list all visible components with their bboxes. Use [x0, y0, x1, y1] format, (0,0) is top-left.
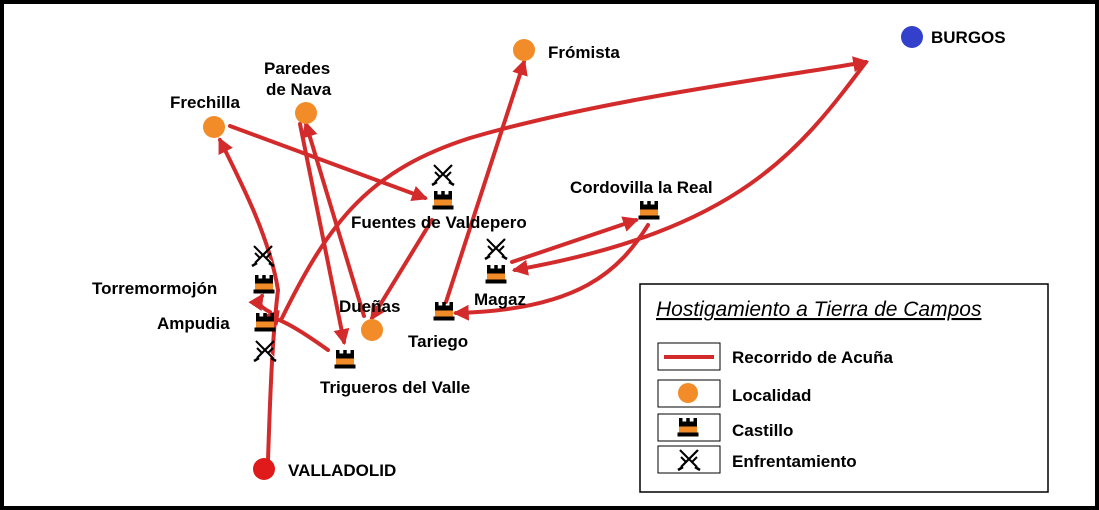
route-duenas-paredes	[302, 120, 366, 318]
legend-castillo-label: Castillo	[732, 421, 793, 440]
magaz-castle-icon	[485, 265, 507, 284]
route-frechilla-fuentes	[228, 124, 429, 202]
burgos-label: BURGOS	[931, 28, 1006, 47]
magaz-label: Magaz	[474, 290, 526, 309]
legend-orange-dot-icon	[678, 383, 698, 403]
legend-title: Hostigamiento a Tierra de Campos	[656, 298, 982, 321]
campaign-map: VALLADOLID BURGOS Frómista Frechilla Par…	[92, 26, 1049, 493]
route-tariego-fromista	[444, 58, 528, 304]
frechilla-marker	[203, 116, 225, 138]
burgos-marker	[901, 26, 923, 48]
duenas-label: Dueñas	[339, 297, 400, 316]
route-fuentes-duenas	[370, 218, 434, 321]
paredes-marker	[295, 102, 317, 124]
duenas-marker	[361, 319, 383, 341]
trigueros-label: Trigueros del Valle	[320, 378, 470, 397]
legend: Hostigamiento a Tierra de Campos Recorri…	[639, 283, 1049, 493]
route-torremormojon-burgos	[280, 56, 870, 320]
fuentes-castle-icon	[432, 191, 454, 210]
fuentes-label: Fuentes de Valdepero	[351, 213, 527, 232]
valladolid-marker	[253, 458, 275, 480]
route-paredes-trigueros	[298, 122, 350, 346]
torremormojon-label: Torremormojón	[92, 279, 217, 298]
magaz-battle-crossed-swords-icon	[483, 236, 509, 261]
legend-localidad-label: Localidad	[732, 386, 811, 405]
paredes-label-line1: Paredes	[264, 59, 330, 78]
cordovilla-castle-icon	[638, 201, 660, 220]
legend-castle-icon	[677, 418, 699, 437]
trigueros-castle-icon	[334, 350, 356, 369]
tariego-castle-icon	[433, 302, 455, 321]
fromista-label: Frómista	[548, 43, 620, 62]
torremormojon-castle-icon	[253, 275, 275, 294]
route-layer	[218, 56, 870, 462]
valladolid-label: VALLADOLID	[288, 461, 396, 480]
ampudia-label: Ampudia	[157, 314, 230, 333]
ampudia-castle-icon	[254, 313, 276, 332]
route-ampudia-torremormojon	[248, 293, 272, 314]
tariego-label: Tariego	[408, 332, 468, 351]
fromista-marker	[513, 39, 535, 61]
legend-enfrentamiento-label: Enfrentamiento	[732, 452, 857, 471]
legend-enfrentamiento-swatch	[657, 445, 721, 474]
fuentes-battle-crossed-swords-icon	[430, 162, 456, 187]
route-burgos-magaz	[511, 60, 868, 276]
route-magaz-cordovilla	[510, 216, 640, 264]
route-valladolid-frechilla	[218, 137, 281, 462]
route-cordovilla-tariego	[452, 223, 650, 321]
paredes-label-line2: de Nava	[266, 80, 332, 99]
cordovilla-label: Cordovilla la Real	[570, 178, 713, 197]
legend-route-label: Recorrido de Acuña	[732, 348, 893, 367]
frechilla-label: Frechilla	[170, 93, 240, 112]
